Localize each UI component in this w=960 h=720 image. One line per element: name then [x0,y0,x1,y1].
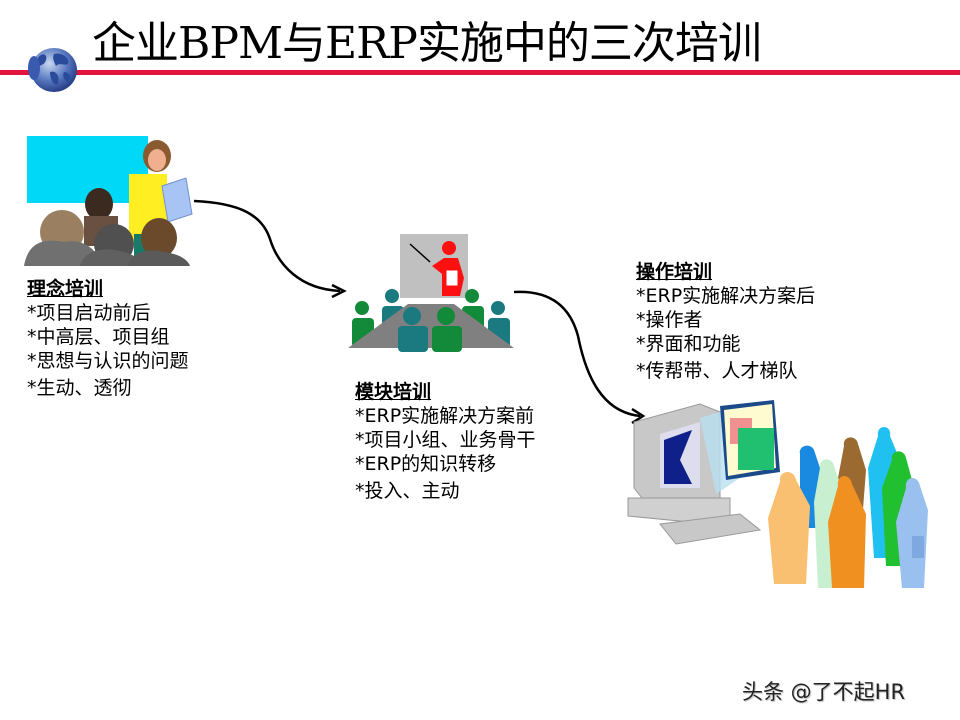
stage-item: *中高层、项目组 [27,326,170,348]
stage-item: *操作者 [636,309,703,331]
presenter-meeting-illustration [24,136,193,266]
slide-title: 企业BPM与ERP实施中的三次培训 [92,18,762,69]
stage-item: *投入、主动 [355,480,460,502]
stage-item: *项目启动前后 [27,302,151,324]
title-underline [0,70,960,75]
stage-heading: 模块培训 [355,381,432,403]
stage-block-concept: 理念培训 *项目启动前后 *中高层、项目组 *思想与认识的问题 *生动、透彻 [27,277,189,400]
flow-arrow-2 [513,290,646,425]
stage-item: *项目小组、业务骨干 [355,429,536,451]
conference-table-illustration [348,234,514,352]
computer-users-illustration [627,400,928,588]
stage-heading: 理念培训 [27,278,104,300]
stage-item: *ERP实施解决方案前 [355,405,535,427]
stage-heading: 操作培训 [636,261,713,283]
globe-icon [28,48,77,92]
flow-arrow-1 [193,199,347,299]
watermark-text: 头条 @了不起HR [742,680,906,704]
stage-item: *生动、透彻 [27,377,132,399]
stage-item: *ERP的知识转移 [355,453,497,475]
stage-item: *ERP实施解决方案后 [636,285,816,307]
stage-item: *思想与认识的问题 [27,350,189,372]
stage-block-operation: 操作培训 *ERP实施解决方案后 *操作者 *界面和功能 *传帮带、人才梯队 [636,260,815,383]
stage-item: *传帮带、人才梯队 [636,360,798,382]
stage-block-module: 模块培训 *ERP实施解决方案前 *项目小组、业务骨干 *ERP的知识转移 *投… [355,380,536,503]
stage-item: *界面和功能 [636,333,741,355]
